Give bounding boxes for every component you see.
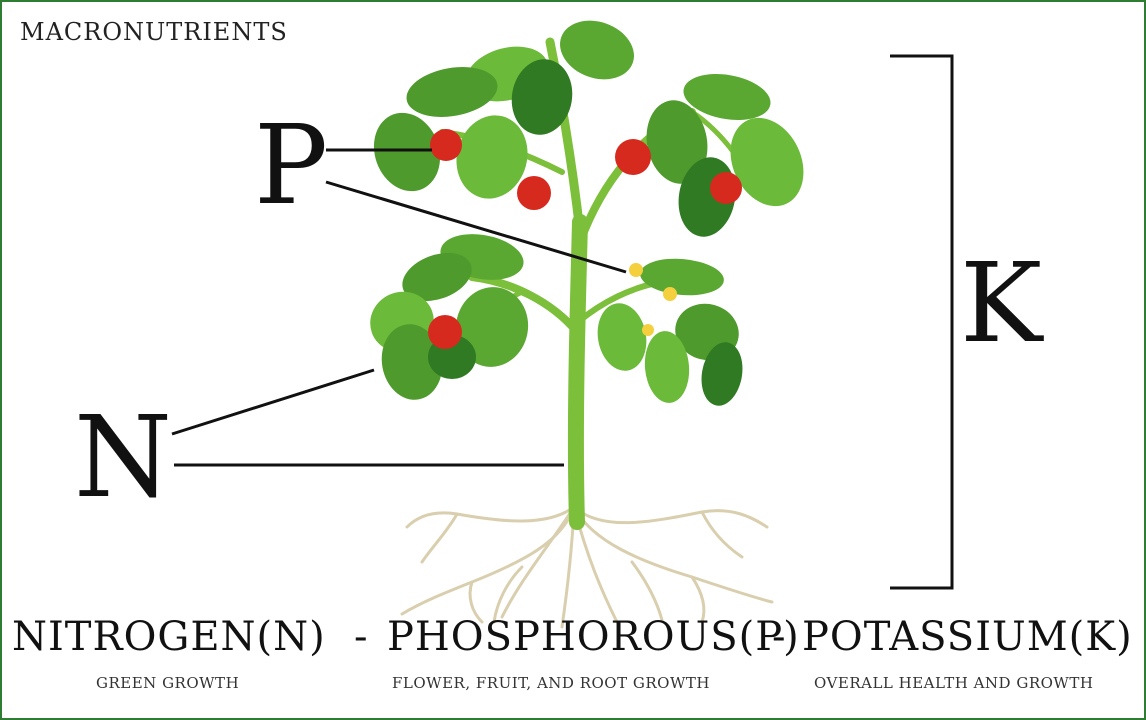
nitrogen-name: NITROGEN(N) (12, 614, 326, 660)
potassium-effect: OVERALL HEALTH AND GROWTH (814, 674, 1093, 692)
k-bracket (890, 56, 952, 588)
diagram-title: MACRONUTRIENTS (20, 18, 288, 46)
nitrogen-effect: GREEN GROWTH (96, 674, 239, 692)
separator: - (772, 614, 786, 660)
separator: - (354, 614, 368, 660)
potassium-name: POTASSIUM(K) (802, 614, 1133, 660)
phosphorus-label: P (254, 110, 328, 220)
phosphorus-effect: FLOWER, FRUIT, AND ROOT GROWTH (392, 674, 710, 692)
n-to-leaf-line (172, 370, 374, 434)
potassium-label: K (960, 248, 1042, 358)
leaves (362, 11, 818, 409)
phosphorus-name: PHOSPHOROUS(P) (387, 614, 800, 660)
nitrogen-label: N (74, 402, 172, 514)
roots (402, 507, 772, 627)
